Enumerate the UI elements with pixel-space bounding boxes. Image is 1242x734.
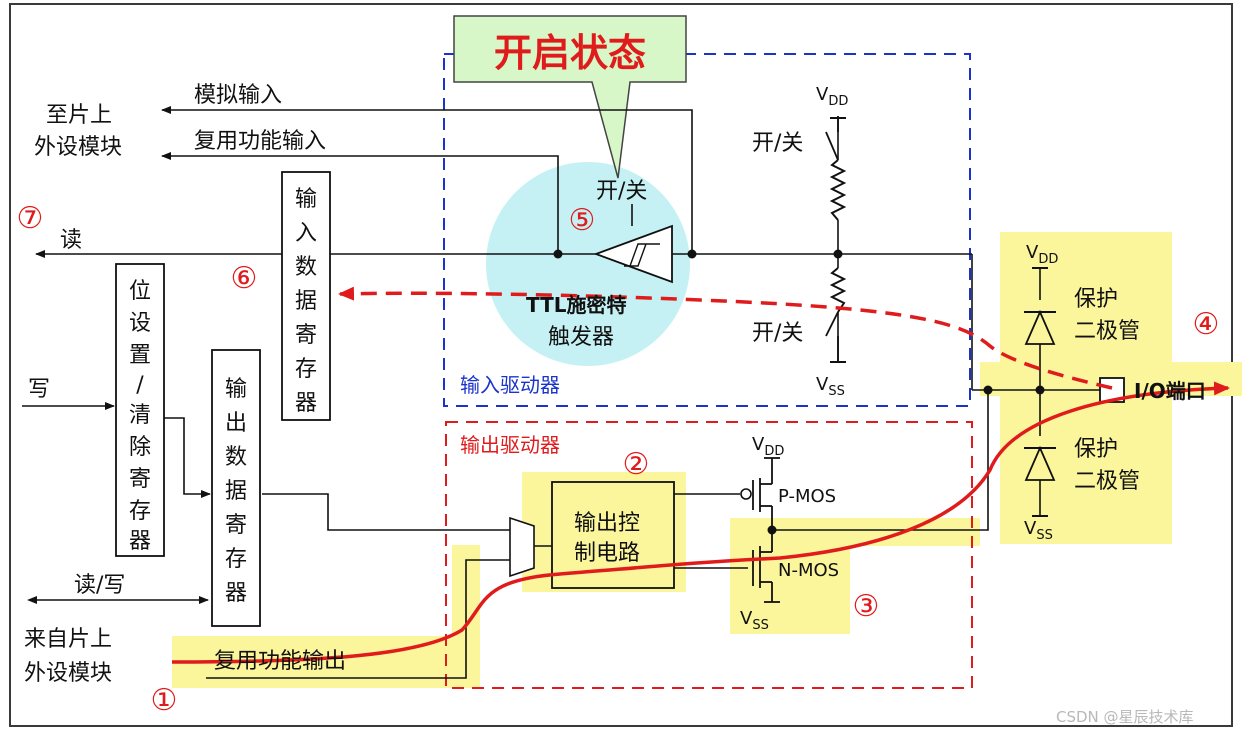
bit-set-reset-char: 器 [129,529,151,554]
input-data-register-char: 数 [295,255,317,280]
pmos-label: P-MOS [778,486,836,507]
step-number-2: ② [623,447,650,482]
step-number-1: ① [151,683,178,718]
bit-set-reset-register [115,263,165,557]
pullup-switch-label: 开/关 [752,131,803,156]
step-number-6: ⑥ [231,261,258,296]
step-number-4: ④ [1193,307,1220,342]
nmos-label: N-MOS [778,560,839,581]
output-control-line2: 制电路 [574,541,640,566]
bit-set-reset-char: 设 [129,311,151,336]
vss-label-input: VSS [816,374,845,399]
bit-set-reset-char: / [136,373,144,398]
input-data-register-text: 输 入 数 据 寄 存 器 [295,187,317,416]
pull-switches [825,116,839,362]
output-driver-label: 输出驱动器 [460,433,560,457]
peripheral-in-line1: 至片上 [46,103,112,128]
output-data-register-char: 寄 [225,513,247,538]
io-port-label: I/O端口 [1134,379,1206,403]
output-data-register-char: 器 [225,581,247,606]
vss-label-diode: VSS [1024,518,1053,543]
output-data-register [211,349,261,627]
bit-set-reset-char: 寄 [129,467,151,492]
protect-lower-line1: 保护 [1074,437,1118,462]
input-data-register-char: 存 [295,357,317,382]
vdd-label-pmos: VDD [752,434,784,459]
step-number-3: ③ [853,589,880,624]
pmos-transistor [752,457,780,530]
peripheral-in-line2: 外设模块 [34,135,122,160]
schmitt-highlight-circle [486,162,690,366]
pull-resistors [829,159,847,313]
callout-text: 开启状态 [494,31,646,75]
input-driver-label: 输入驱动器 [460,373,560,397]
output-control-line1: 输出控 [574,511,640,536]
protect-upper-line1: 保护 [1074,287,1118,312]
input-signal-path [338,286,1113,390]
schmitt-trigger [593,204,673,284]
protect-upper-line2: 二极管 [1074,319,1140,344]
step-number-7: ⑦ [17,201,44,236]
wiring [22,106,1100,679]
vdd-label-input: VDD [816,84,848,109]
output-mux [509,516,535,578]
input-data-register-char: 输 [295,187,317,212]
input-data-register-char: 入 [295,221,317,246]
schmitt-label-line2: 触发器 [548,325,614,350]
output-data-register-text: 输 出 数 据 寄 存 器 [225,377,247,606]
output-data-register-char: 数 [225,445,247,470]
output-data-register-char: 据 [225,479,247,504]
protection-diodes [1024,267,1056,517]
vss-label-nmos: VSS [740,608,769,633]
nmos-transistor [752,530,780,603]
pulldown-switch-label: 开/关 [752,321,803,346]
output-data-register-char: 出 [225,411,247,436]
peripheral-out-line2: 外设模块 [24,661,112,686]
schmitt-label-line1: TTL施密特 [526,293,627,317]
pmos-gate-bubble [740,488,752,500]
peripheral-out-line1: 来自片上 [24,627,112,652]
bit-set-reset-char: 存 [129,499,151,524]
read-label: 读 [60,228,82,253]
input-data-register-char: 器 [295,391,317,416]
read-write-label: 读/写 [74,573,125,598]
schmitt-switch-label: 开/关 [596,179,647,204]
input-data-register-char: 据 [295,289,317,314]
output-data-register-char: 存 [225,547,247,572]
output-driver-box [445,421,973,689]
input-data-register-char: 寄 [295,323,317,348]
alt-function-output-label: 复用功能输出 [214,649,346,674]
bit-set-reset-char: 置 [129,343,151,368]
status-callout [453,15,687,179]
bit-set-reset-char: 除 [129,435,151,460]
watermark: CSDN @星辰技术库 [1056,708,1194,726]
bit-set-reset-char: 位 [129,279,151,304]
protect-lower-line2: 二极管 [1074,469,1140,494]
alt-function-input-label: 复用功能输入 [194,129,326,154]
bit-set-reset-register-text: 位 设 置 / 清 除 寄 存 器 [129,279,151,554]
input-driver-box [443,53,971,407]
bit-set-reset-char: 清 [129,403,151,428]
vdd-label-diode: VDD [1026,242,1058,267]
write-label: 写 [28,377,50,402]
step-number-5: ⑤ [569,203,596,238]
input-data-register [281,171,331,421]
output-data-register-char: 输 [225,377,247,402]
analog-input-label: 模拟输入 [194,83,282,108]
junction-dots [553,249,1045,535]
output-signal-path [171,381,1230,664]
